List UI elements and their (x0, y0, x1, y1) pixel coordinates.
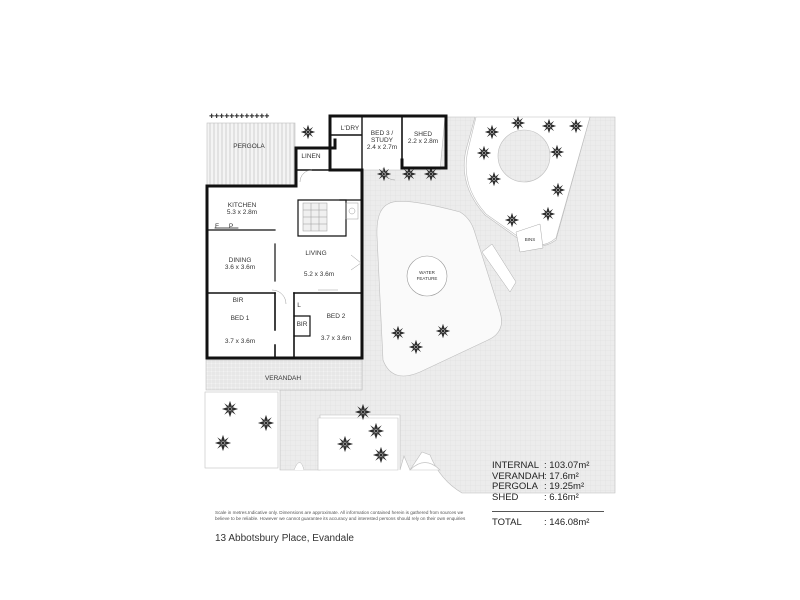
kitchen-size: 5.3 x 2.8m (227, 209, 257, 216)
linen-cupboard-label: L (297, 302, 301, 309)
tree-icon (372, 446, 390, 464)
pergola-post-markers: ✚✚✚✚✚✚✚✚✚✚✚✚ (209, 113, 269, 120)
area-row: PERGOLA : 19.25m² (492, 482, 604, 493)
tree-icon (550, 182, 566, 198)
area-row: VERANDAH : 17.6m² (492, 470, 604, 483)
tree-icon (484, 124, 500, 140)
area-name: INTERNAL (492, 460, 539, 471)
property-address: 13 Abbotsbury Place, Evandale (215, 533, 354, 544)
right-garden: BINS (465, 116, 591, 293)
water-feature-label-2: FEATURE (417, 276, 438, 281)
living-label: LIVING (305, 250, 326, 257)
area-value: : 17.6m² (544, 470, 579, 482)
tree-icon (214, 434, 232, 452)
bins-label: BINS (525, 237, 536, 242)
tree-icon (486, 171, 502, 187)
shed-label: SHED (414, 131, 432, 138)
lawn-front (409, 462, 441, 471)
bir1-label: BIR (233, 297, 244, 304)
area-total-row: TOTAL : 146.08m² (492, 510, 604, 529)
laundry-label: L'DRY (341, 125, 360, 132)
area-name: VERANDAH (492, 470, 545, 482)
tree-icon (541, 118, 557, 134)
tree-icon (476, 145, 492, 161)
tree-icon (300, 124, 316, 140)
fridge-label: F (215, 223, 219, 230)
bed1-size: 3.7 x 3.6m (225, 338, 255, 345)
disclaimer: Scale in metres.Indicative only. Dimensi… (215, 510, 466, 521)
tree-icon (408, 339, 424, 355)
living-size: 5.2 x 3.6m (304, 271, 334, 278)
lawn-left (204, 391, 279, 469)
tree-icon (367, 422, 385, 440)
area-total-name: TOTAL (492, 516, 522, 528)
house-details (271, 167, 396, 305)
pergola: ✚✚✚✚✚✚✚✚✚✚✚✚ PERGOLA (206, 113, 296, 188)
area-value: : 19.25m² (544, 481, 585, 493)
area-name: SHED (492, 492, 519, 504)
bed2-label: BED 2 (327, 313, 346, 320)
pergola-label: PERGOLA (233, 143, 265, 150)
water-feature (406, 255, 448, 297)
tree-icon (257, 414, 275, 432)
linen-label: LINEN (301, 153, 320, 160)
dining-label: DINING (229, 257, 252, 264)
bed1-label: BED 1 (231, 315, 250, 322)
tree-icon (376, 166, 392, 182)
tree-icon (354, 403, 372, 421)
area-row: SHED : 6.16m² (492, 492, 604, 504)
bir2-label: BIR (297, 321, 308, 328)
verandah: VERANDAH (205, 359, 363, 391)
area-summary: INTERNAL : 103.07m² VERANDAH : 17.6m² PE… (492, 460, 604, 529)
tree-icon (510, 115, 526, 131)
bed3-label: BED 3 / (371, 130, 394, 137)
tree-icon (568, 118, 584, 134)
dining-size: 3.6 x 3.6m (225, 264, 255, 271)
house-walls (205, 114, 448, 360)
area-total-value: : 146.08m² (544, 516, 590, 528)
bed3-size: 2.4 x 2.7m (367, 144, 397, 151)
water-feature-label-1: WATER (419, 270, 435, 275)
garden-island: WATER FEATURE (376, 201, 502, 377)
tree-icon (221, 400, 239, 418)
tree-icon (390, 325, 406, 341)
tree-icon (435, 323, 451, 339)
room-labels: KITCHEN 5.3 x 2.8m DINING 3.6 x 3.6m LIV… (215, 125, 438, 345)
area-value: : 103.07m² (544, 460, 590, 471)
kitchen-label: KITCHEN (228, 202, 257, 209)
lawn-middle (317, 417, 399, 471)
tree-icon (504, 212, 520, 228)
bed2-size: 3.7 x 3.6m (321, 335, 351, 342)
tree-icon (336, 435, 354, 453)
area-row: INTERNAL : 103.07m² (492, 460, 604, 472)
tree-icon (540, 206, 556, 222)
pantry-label: P (229, 223, 233, 230)
verandah-label: VERANDAH (265, 375, 301, 382)
area-value: : 6.16m² (544, 492, 579, 504)
area-name: PERGOLA (492, 481, 538, 493)
tree-icon (549, 144, 565, 160)
shed-size: 2.2 x 2.8m (408, 138, 438, 145)
bed3-label-2: STUDY (371, 137, 394, 144)
